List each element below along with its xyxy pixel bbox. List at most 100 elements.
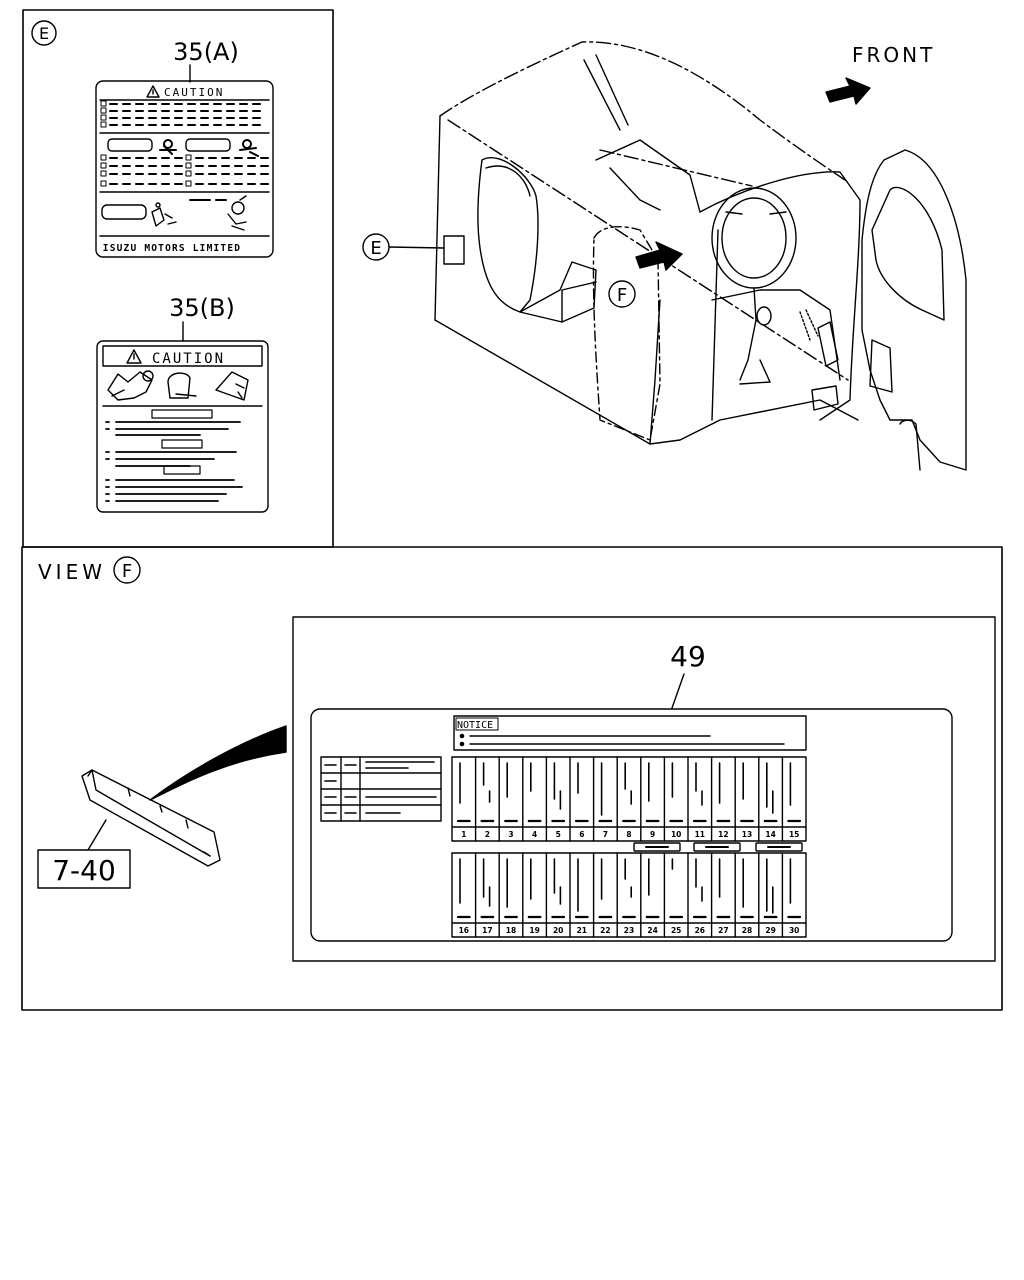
fuse-number: 29 xyxy=(765,926,775,935)
fuse-number: 1 xyxy=(461,830,466,839)
fuse-slot: 3 xyxy=(498,756,518,842)
fuse-slot: 18 xyxy=(498,852,518,938)
fuse-number: 14 xyxy=(765,830,775,839)
view-e-panel: E 35(A) CAUTION xyxy=(22,9,334,548)
fuse-slot: 9 xyxy=(640,756,660,842)
fuse-slot: 16 xyxy=(456,858,471,935)
notice-heading: NOTICE xyxy=(457,720,493,731)
view-f-marker: F xyxy=(122,561,132,582)
airbag-figure-icon xyxy=(239,139,259,157)
vehicle-cab-illustration: E F FRONT xyxy=(362,41,967,471)
fuse-slot: 15 xyxy=(781,756,802,842)
fuse-number: 13 xyxy=(742,830,752,839)
fuse-slot: 12 xyxy=(710,756,731,842)
fuse-number: 17 xyxy=(482,926,492,935)
fuse-number: 10 xyxy=(671,830,681,839)
warning-triangle-icon xyxy=(146,85,160,98)
fuse-slot: 8 xyxy=(616,756,636,842)
label-b-caution-heading: CAUTION xyxy=(152,351,225,367)
fuse-slot: 4 xyxy=(522,756,542,842)
fuse-number: 2 xyxy=(485,830,490,839)
fuse-slot: 22 xyxy=(592,852,613,938)
fuse-slot: 14 xyxy=(758,756,778,842)
fuse-slot: 21 xyxy=(569,852,589,938)
fuse-slot: 30 xyxy=(781,852,802,938)
fuse-number: 21 xyxy=(577,926,587,935)
fuse-slot: 17 xyxy=(474,852,495,938)
label-b-part-number: 35(B) xyxy=(169,294,235,322)
fuse-number: 15 xyxy=(789,830,799,839)
fuse-number: 19 xyxy=(529,926,539,935)
caution-label-a: 35(A) CAUTION xyxy=(95,38,274,258)
fuse-slot: 2 xyxy=(474,756,495,842)
fuse-slot: 7 xyxy=(592,756,613,842)
callout-e: E xyxy=(370,238,381,259)
fuse-number: 20 xyxy=(553,926,563,935)
front-label: FRONT xyxy=(852,43,935,67)
fuse-number: 9 xyxy=(650,830,655,839)
fuse-slot: 26 xyxy=(687,852,707,938)
fuse-number: 7 xyxy=(603,830,608,839)
fuse-number: 8 xyxy=(626,830,631,839)
view-e-marker: E xyxy=(39,24,49,43)
child-seat-warning-figure-icon xyxy=(107,370,154,401)
steering-wheel xyxy=(711,187,797,289)
fuse-slot: 1 xyxy=(456,762,471,839)
fuse-number: 24 xyxy=(647,926,657,935)
fuse-slot: 28 xyxy=(734,852,754,938)
fuse-number: 27 xyxy=(718,926,728,935)
front-direction-arrow xyxy=(825,77,871,105)
fuse-row-bottom: 16 17 18 19 20 21 22 23 24 25 26 27 28 29 30 xyxy=(451,852,807,938)
view-f-panel: VIEW F 7-40 49 NOTICE xyxy=(21,546,1003,1011)
fuse-number: 28 xyxy=(742,926,752,935)
fuse-slot: 29 xyxy=(758,852,778,938)
sticker-position-e xyxy=(443,235,465,265)
callout-f-circle xyxy=(608,280,636,308)
callout-f: F xyxy=(617,285,627,306)
label-a-part-number: 35(A) xyxy=(173,38,239,66)
sweep-arrow xyxy=(149,725,287,801)
fuse-slot: 6 xyxy=(569,756,589,842)
view-e-marker-circle xyxy=(31,20,57,46)
fuse-slot: 10 xyxy=(663,756,684,842)
fuse-slot: 5 xyxy=(545,756,566,842)
fuse-label: NOTICE xyxy=(310,708,953,942)
seatbelt-figure-icon xyxy=(159,139,177,155)
fuse-slot: 13 xyxy=(734,756,754,842)
relay-legend-table xyxy=(320,756,442,822)
callout-e-circle xyxy=(362,233,390,261)
fuse-number: 25 xyxy=(671,926,681,935)
view-f-title: VIEW xyxy=(38,560,106,584)
fuse-number: 3 xyxy=(508,830,513,839)
caution-label-b: 35(B) CAUTION xyxy=(96,294,269,513)
label-a-maker: ISUZU MOTORS LIMITED xyxy=(103,243,241,254)
fuse-number: 30 xyxy=(789,926,799,935)
fuse-number: 16 xyxy=(459,926,469,935)
fuse-number: 23 xyxy=(624,926,634,935)
fuse-number: 11 xyxy=(695,830,705,839)
airbag-deploy-figure-icon xyxy=(215,371,249,401)
deploying-airbag-figure-icon xyxy=(227,195,247,231)
fuse-number: 22 xyxy=(600,926,610,935)
fuse-slot: 24 xyxy=(640,852,660,938)
fuse-number: 6 xyxy=(579,830,584,839)
cover-part-number: 7-40 xyxy=(52,854,116,887)
fuse-slot: 25 xyxy=(663,852,684,938)
child-seat-figure-icon xyxy=(151,202,177,227)
fuse-slot: 11 xyxy=(687,756,707,842)
fuse-number: 4 xyxy=(532,830,537,839)
fuse-number: 12 xyxy=(718,830,728,839)
view-f-direction-arrow xyxy=(635,241,683,271)
fuse-slot: 19 xyxy=(522,852,542,938)
view-f-marker-circle xyxy=(113,556,141,584)
fuse-box-cover: 7-40 xyxy=(37,769,221,889)
warning-triangle-icon xyxy=(126,349,142,364)
fuse-label-part-number: 49 xyxy=(670,640,706,673)
fuse-slot: 27 xyxy=(710,852,731,938)
seat-figure-icon xyxy=(167,372,197,399)
fuse-number: 26 xyxy=(695,926,705,935)
label-a-caution-heading: CAUTION xyxy=(164,86,224,99)
fuse-number: 5 xyxy=(556,830,561,839)
fuse-slot: 20 xyxy=(545,852,566,938)
